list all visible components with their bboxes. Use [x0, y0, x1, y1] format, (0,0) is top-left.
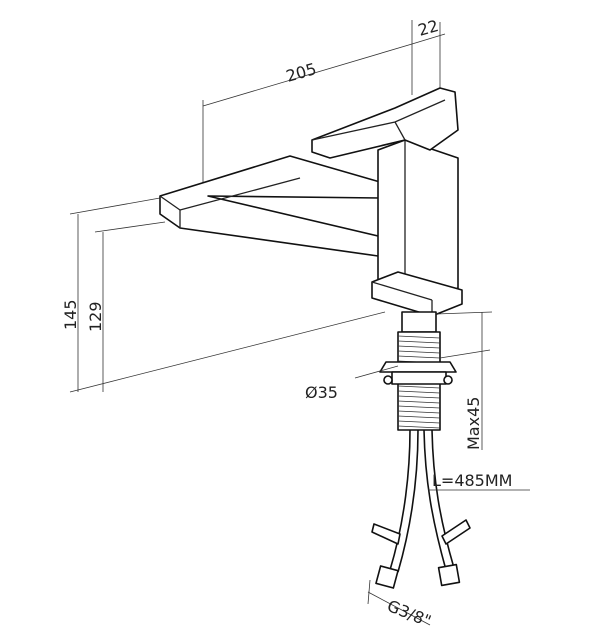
spout [159, 155, 401, 257]
thread-line [397, 420, 441, 424]
faucet-body [371, 139, 463, 317]
diameter-leader [354, 365, 399, 379]
hose-length-label: L=485MM [432, 471, 512, 490]
thread-line [397, 385, 441, 389]
thread-label: G3/8" [385, 596, 434, 631]
thread-line [397, 425, 441, 429]
thread-line [397, 395, 441, 399]
supply-hoses [371, 429, 471, 589]
spout-height-label: 129 [86, 301, 105, 332]
thread-line [397, 355, 441, 359]
thread-dim-line [367, 579, 371, 605]
thread-dim-line [367, 591, 431, 626]
mounting-shank [379, 311, 457, 431]
thread-line [397, 405, 441, 409]
counter-dim-line [439, 349, 491, 359]
handle-offset-label: 22 [416, 16, 441, 40]
thread-line [397, 335, 441, 339]
handle-lever [311, 87, 459, 159]
reach-dimension [202, 20, 446, 190]
height-dimensions [69, 197, 386, 393]
thread-line [397, 390, 441, 394]
thread-line [397, 340, 441, 344]
thread-line [397, 415, 441, 419]
max-thickness-label: Max45 [464, 397, 483, 450]
reach-label: 205 [284, 59, 319, 86]
total-height-label: 145 [61, 299, 80, 330]
thread-line [397, 345, 441, 349]
counter-dim-line [435, 311, 493, 315]
thread-line [397, 400, 441, 404]
thread-line [397, 350, 441, 354]
thread-line [397, 410, 441, 414]
diameter-label: Ø35 [305, 383, 338, 402]
